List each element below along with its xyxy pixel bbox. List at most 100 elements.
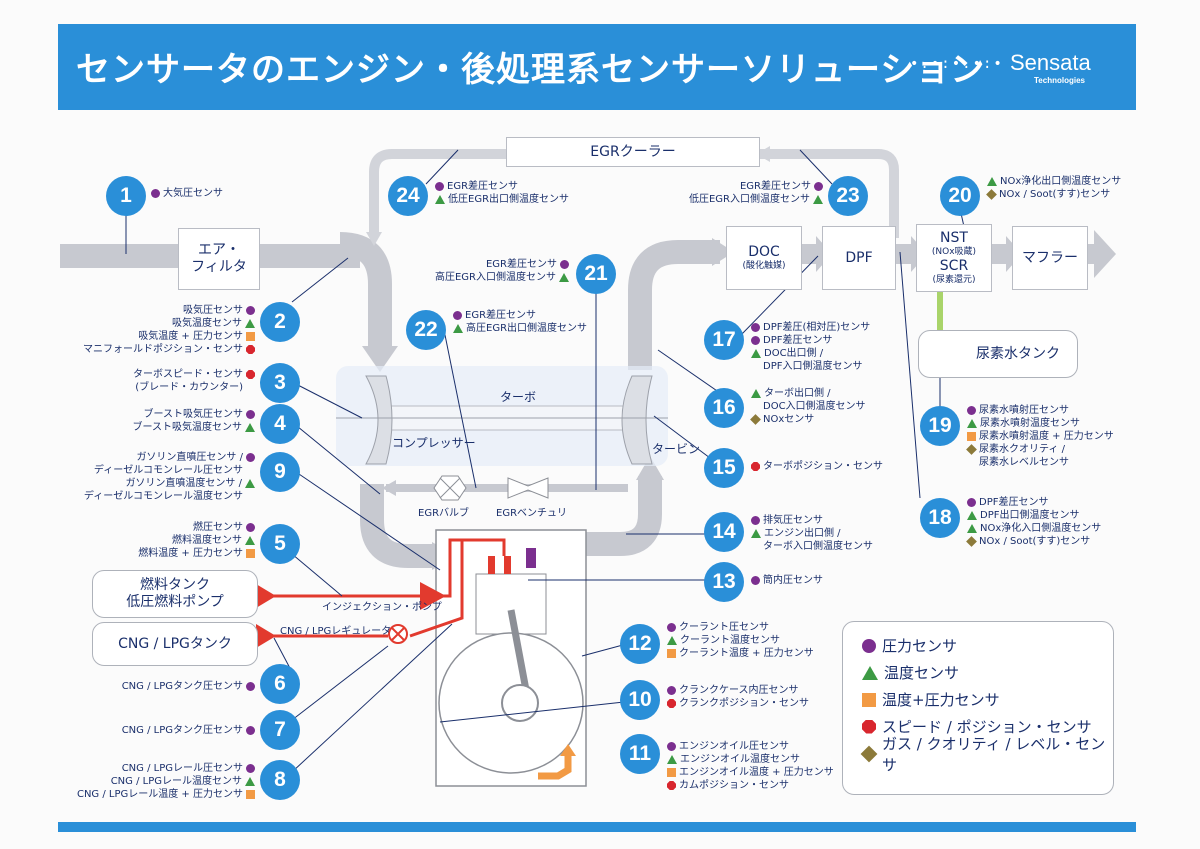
- temp-press-marker-icon: [246, 549, 255, 558]
- sensor-number-17: 17: [704, 320, 744, 360]
- high-pressure-egr-line: [382, 480, 628, 496]
- gas-marker-icon: [750, 414, 761, 425]
- sensor-item: ブースト吸気温度センサ: [18, 421, 258, 434]
- sensor-number-6: 6: [260, 664, 300, 704]
- sensor-list-14: 排気圧センサエンジン出口側 /ターボ入口側温度センサ: [748, 514, 873, 553]
- legend-pressure: 圧力センサ: [843, 632, 1113, 659]
- sensor-item-text: ブースト吸気温度センサ: [132, 422, 243, 433]
- sensor-item-text: 吸気温度 + 圧力センサ: [138, 331, 243, 342]
- sensor-item-text: ターボ出口側 /: [764, 388, 831, 399]
- sensor-item: DOC入口側温度センサ: [748, 400, 866, 413]
- egr-venturi-label: EGRベンチュリ: [496, 508, 568, 519]
- sensor-item: 尿素水レベルセンサ: [964, 456, 1114, 469]
- scr-sublabel: (尿素還元): [932, 275, 976, 285]
- sensor-item: ターボスピード・センサ: [18, 368, 258, 381]
- pressure-marker-icon: [667, 742, 676, 751]
- sensor-item: CNG / LPGタンク圧センサ: [18, 724, 258, 737]
- sensor-item: (ブレード・カウンター): [18, 381, 258, 394]
- temp-marker-icon: [245, 319, 255, 328]
- sensor-item: 排気圧センサ: [748, 514, 873, 527]
- fuel-lines: [256, 538, 506, 648]
- sensor-item: クーラント温度 + 圧力センサ: [664, 647, 814, 660]
- sensor-item: ターボ入口側温度センサ: [748, 540, 873, 553]
- sensor-item: DPF入口側温度センサ: [748, 360, 870, 373]
- sensor-item: 燃圧センサ: [18, 521, 258, 534]
- cng-regulator-label: CNG / LPGレギュレータ: [280, 626, 392, 637]
- sensor-item: NOx / Soot(すす)センサ: [984, 188, 1121, 201]
- pressure-marker-icon: [967, 406, 976, 415]
- sensor-item: NOx浄化出口側温度センサ: [984, 175, 1121, 188]
- sensor-list-10: クランクケース内圧センサクランクポジション・センサ: [664, 684, 809, 710]
- sensor-item-text: DPF出口側温度センサ: [980, 510, 1080, 521]
- sensor-number-19: 19: [920, 406, 960, 446]
- temp-marker-icon: [813, 195, 823, 204]
- sensor-item: マニフォールドポジション・センサ: [18, 343, 258, 356]
- sensor-item: クランクケース内圧センサ: [664, 684, 809, 697]
- pressure-marker-icon: [246, 764, 255, 773]
- sensor-item-text: 大気圧センサ: [163, 188, 223, 199]
- logo-dots: •.•:•.•:•: [910, 56, 1004, 72]
- cng-tank-label: CNG / LPGタンク: [118, 635, 232, 652]
- sensor-item-text: ターボ入口側温度センサ: [763, 541, 873, 552]
- sensor-item: NOxセンサ: [748, 413, 866, 426]
- gas-marker-icon: [860, 745, 878, 762]
- sensor-number-5: 5: [260, 524, 300, 564]
- sensor-item-text: CNG / LPGレール温度 + 圧力センサ: [76, 789, 243, 800]
- sensor-item-text: DOC出口側 /: [764, 348, 824, 359]
- sensor-number-24: 24: [388, 176, 428, 216]
- dpf-label: DPF: [845, 249, 873, 266]
- sensor-item: 低圧EGR入口側温度センサ: [636, 193, 826, 206]
- urea-tank-label: 尿素水タンク: [976, 345, 1060, 362]
- sensor-item-text: 尿素水噴射温度センサ: [980, 418, 1080, 429]
- pressure-marker-icon: [667, 686, 676, 695]
- sensor-list-21: EGR差圧センサ高圧EGR入口側温度センサ: [380, 258, 572, 284]
- speed-marker-icon: [862, 719, 876, 734]
- pressure-marker-icon: [751, 323, 760, 332]
- sensor-item: エンジン出口側 /: [748, 527, 873, 540]
- sensor-item: DPF差圧センサ: [964, 496, 1101, 509]
- temp-press-marker-icon: [246, 332, 255, 341]
- marker-spacer: [751, 362, 760, 371]
- sensor-number-10: 10: [620, 680, 660, 720]
- gas-marker-icon: [966, 536, 977, 547]
- marker-spacer: [246, 492, 255, 501]
- temp-press-marker-icon: [667, 768, 676, 777]
- marker-spacer: [967, 458, 976, 467]
- temp-press-marker-icon: [667, 649, 676, 658]
- speed-marker-icon: [667, 699, 676, 708]
- sensor-item: CNG / LPGレール温度 + 圧力センサ: [18, 788, 258, 801]
- temp-marker-icon: [559, 273, 569, 282]
- muffler-box: マフラー: [1012, 226, 1088, 290]
- sensor-item-text: DOC入口側温度センサ: [763, 401, 866, 412]
- sensor-item-text: EGR差圧センサ: [485, 259, 557, 270]
- sensor-item: ディーゼルコモンレール圧センサ: [18, 464, 258, 477]
- sensor-item-text: (ブレード・カウンター): [135, 382, 243, 393]
- sensor-item-text: マニフォールドポジション・センサ: [83, 344, 243, 355]
- sensor-number-11: 11: [620, 734, 660, 774]
- pressure-marker-icon: [246, 410, 255, 419]
- sensor-item-text: ブースト吸気圧センサ: [143, 409, 244, 420]
- cng-tank-box: CNG / LPGタンク: [92, 622, 258, 666]
- sensor-item-text: CNG / LPGレール圧センサ: [121, 763, 243, 774]
- exhaust-path: [586, 230, 1116, 556]
- temp-marker-icon: [751, 529, 761, 538]
- egr-cooler-box: EGRクーラー: [506, 137, 760, 167]
- sensor-item: 大気圧センサ: [148, 187, 223, 200]
- marker-spacer: [751, 402, 760, 411]
- doc-box: DOC (酸化触媒): [726, 226, 802, 290]
- logo-name: Sensata: [1010, 50, 1091, 75]
- sensor-item: ブースト吸気圧センサ: [18, 408, 258, 421]
- sensor-list-15: ターボポジション・センサ: [748, 460, 883, 473]
- compressor-label: コンプレッサー: [392, 436, 476, 450]
- sensor-item-text: 尿素水噴射圧センサ: [979, 405, 1069, 416]
- footer-bar: [58, 822, 1136, 832]
- sensor-item: ガソリン直噴圧センサ /: [18, 451, 258, 464]
- sensor-item-text: 尿素水噴射温度 + 圧力センサ: [979, 431, 1114, 442]
- sensor-item: ディーゼルコモンレール温度センサ: [18, 490, 258, 503]
- oil-arrow: [538, 744, 576, 780]
- sensor-number-12: 12: [620, 624, 660, 664]
- sensor-item: DPF差圧(相対圧)センサ: [748, 321, 870, 334]
- sensor-item-text: 燃圧センサ: [193, 522, 243, 533]
- sensor-item: クランクポジション・センサ: [664, 697, 809, 710]
- sensor-item: 高圧EGR入口側温度センサ: [380, 271, 572, 284]
